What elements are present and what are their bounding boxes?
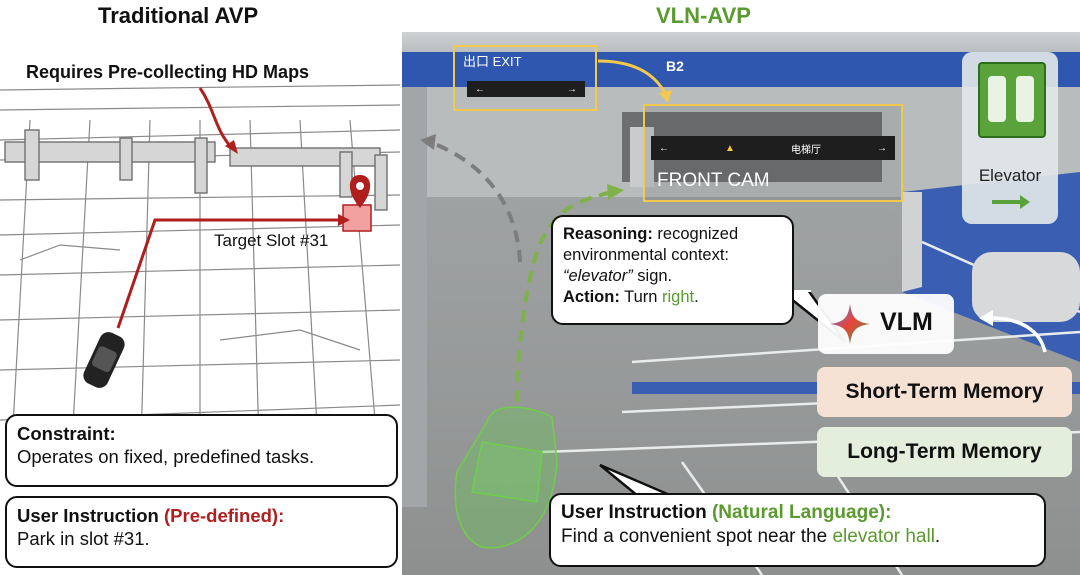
elevator-direction-sign: ←▲电梯厅→ <box>651 136 895 160</box>
vln-avp-title: VLN-AVP <box>656 3 751 28</box>
target-slot-label: Target Slot #31 <box>214 231 329 250</box>
hd-map-arrow <box>198 87 234 150</box>
short-term-memory: Short-Term Memory <box>817 367 1072 417</box>
location-pin-icon <box>349 175 371 208</box>
left-instruction-text: Park in slot #31. <box>17 528 150 550</box>
memory-feedback-arrow <box>979 310 1047 353</box>
left-instruction-heading: User Instruction <box>17 505 164 526</box>
front-cam-label: FRONT CAM <box>657 170 770 191</box>
right-instruction-tag: (Natural Language): <box>711 502 892 523</box>
right-instruction-heading: User Instruction <box>561 502 712 523</box>
right-instruction-end: . <box>934 525 941 547</box>
left-instruction-box: User Instruction (Pre-defined): Park in … <box>5 496 398 568</box>
vlm-label: VLM <box>880 308 933 336</box>
exit-sign-highlight: 出口 EXIT ←→ <box>453 45 597 111</box>
exit-sign: 出口 EXIT <box>463 51 522 70</box>
exit-sign-cn: 出口 <box>463 54 490 69</box>
right-instruction-highlight: elevator hall <box>832 525 935 547</box>
zoom-arrow <box>597 59 672 103</box>
level-label: B2 <box>666 58 684 74</box>
reasoning-bubble: Reasoning: recognized environmental cont… <box>551 215 794 325</box>
constraint-text: Operates on fixed, predefined tasks. <box>17 446 315 468</box>
alternative-path-arrow <box>429 140 522 263</box>
reasoning-text-2: sign. <box>632 267 673 286</box>
front-camera-view: Elevator <box>402 32 1080 575</box>
sparkle-icon <box>830 304 870 344</box>
action-heading: Action: <box>563 288 620 307</box>
planned-route <box>116 218 340 329</box>
chosen-path-arrow <box>515 190 613 403</box>
action-end: . <box>694 288 699 307</box>
action-text: Turn <box>619 288 663 307</box>
elevator-label: Elevator <box>978 166 1042 185</box>
elevator-panel: Elevator <box>962 52 1058 224</box>
exit-sign-en: EXIT <box>492 54 522 69</box>
ego-vehicle <box>454 406 558 549</box>
action-value: right <box>662 288 695 307</box>
hd-map-label: Requires Pre-collecting HD Maps <box>26 62 310 82</box>
right-instruction-text: Find a convenient spot near the <box>561 525 833 547</box>
reasoning-heading: Reasoning: <box>563 225 653 243</box>
constraint-heading: Constraint: <box>17 423 116 444</box>
vlm-box: VLM <box>818 294 954 354</box>
sign-text-cn: 电梯厅 <box>790 144 821 156</box>
right-arrow-icon <box>992 200 1022 204</box>
right-instruction-box: User Instruction (Natural Language): Fin… <box>549 493 1046 567</box>
traditional-avp-title: Traditional AVP <box>98 3 259 28</box>
front-cam-highlight: ←▲电梯厅→ FRONT CAM <box>643 104 903 202</box>
exit-direction-sign: ←→ <box>467 81 585 97</box>
left-instruction-tag: (Pre-defined): <box>164 505 285 526</box>
car-icon <box>83 332 125 388</box>
reasoning-text-1: recognized environmental context: <box>563 225 739 265</box>
elevator-icon <box>978 62 1046 138</box>
long-term-memory: Long-Term Memory <box>817 427 1072 477</box>
constraint-box: Constraint: Operates on fixed, predefine… <box>5 414 398 487</box>
target-slot <box>342 204 372 232</box>
reasoning-quote: “elevator” <box>563 267 633 286</box>
